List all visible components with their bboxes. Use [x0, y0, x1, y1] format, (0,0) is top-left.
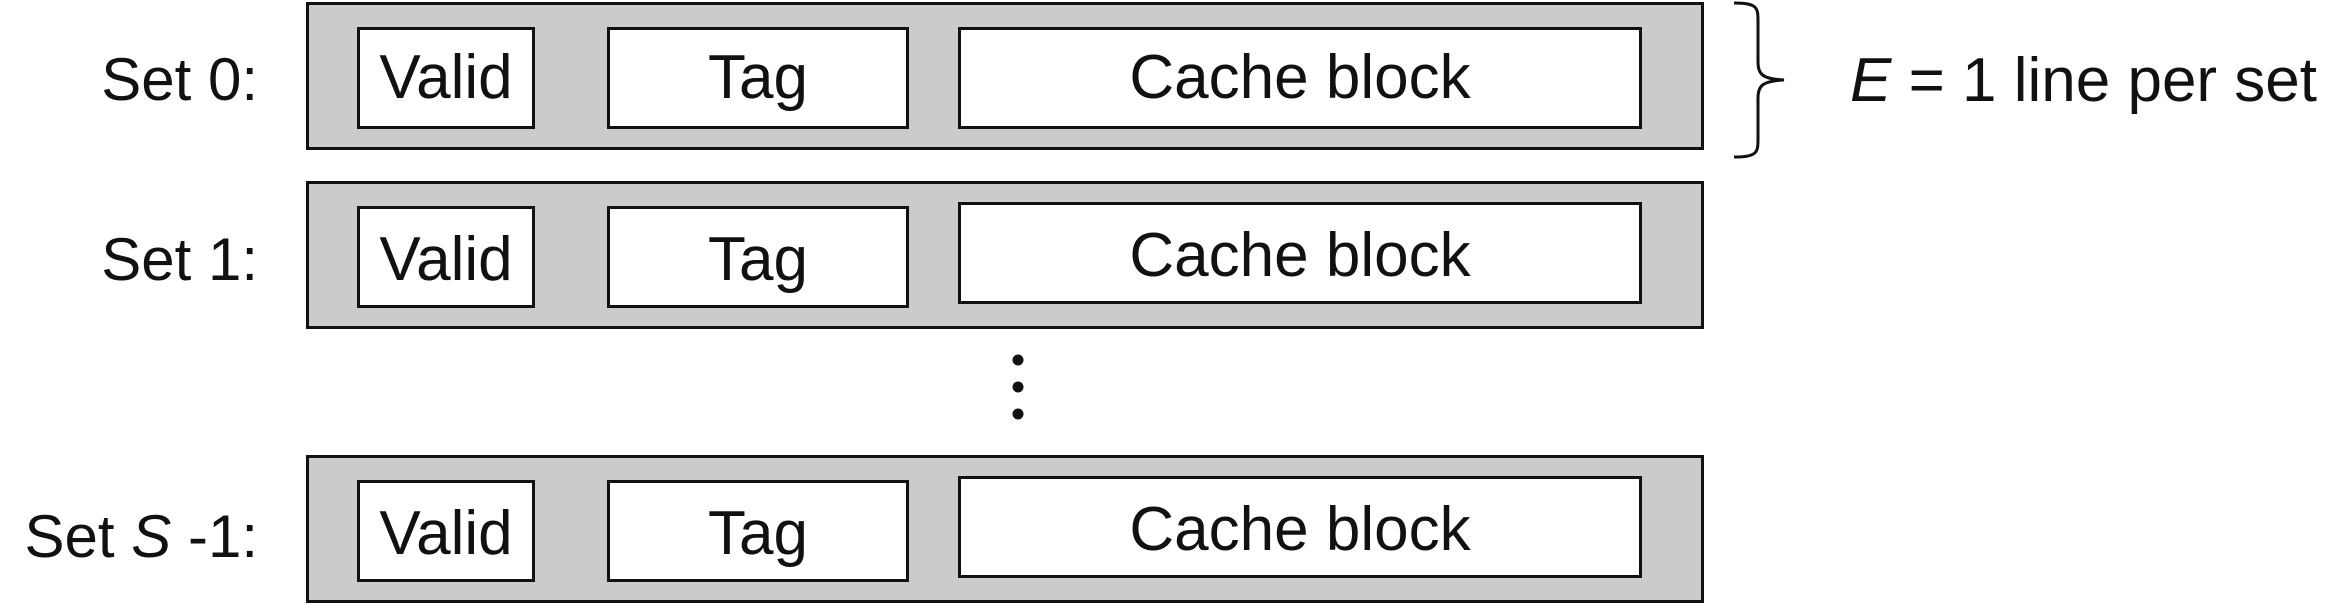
annotation-var: E	[1850, 46, 1892, 115]
tag-field: Tag	[607, 27, 909, 129]
valid-field: Valid	[357, 206, 535, 308]
cache-block-field: Cache block	[958, 202, 1642, 304]
cache-block-field: Cache block	[958, 476, 1642, 578]
cache-block-field: Cache block	[958, 27, 1642, 129]
set-row-1: Valid Tag Cache block	[306, 181, 1704, 329]
set-label-suffix: -1:	[171, 503, 258, 570]
set-label-prefix: Set	[101, 226, 208, 293]
curly-brace-icon	[1733, 1, 1785, 159]
set-label-suffix: 0:	[207, 46, 258, 113]
set-label-prefix: Set	[24, 503, 132, 570]
set-label-1: Set 1:	[0, 230, 258, 290]
tag-field: Tag	[607, 480, 909, 582]
set-label-last: Set S -1:	[0, 507, 258, 567]
annotation-text: = 1 line per set	[1891, 46, 2318, 115]
set-row-0: Valid Tag Cache block	[306, 2, 1704, 150]
set-label-suffix: 1:	[207, 226, 258, 293]
tag-field: Tag	[607, 206, 909, 308]
lines-per-set-annotation: E = 1 line per set	[1850, 50, 2317, 112]
set-label-var: S	[131, 503, 172, 570]
valid-field: Valid	[357, 27, 535, 129]
valid-field: Valid	[357, 480, 535, 582]
set-label-prefix: Set	[101, 46, 208, 113]
set-row-last: Valid Tag Cache block	[306, 455, 1704, 603]
vertical-ellipsis-icon	[1012, 354, 1024, 420]
set-label-0: Set 0:	[0, 50, 258, 110]
